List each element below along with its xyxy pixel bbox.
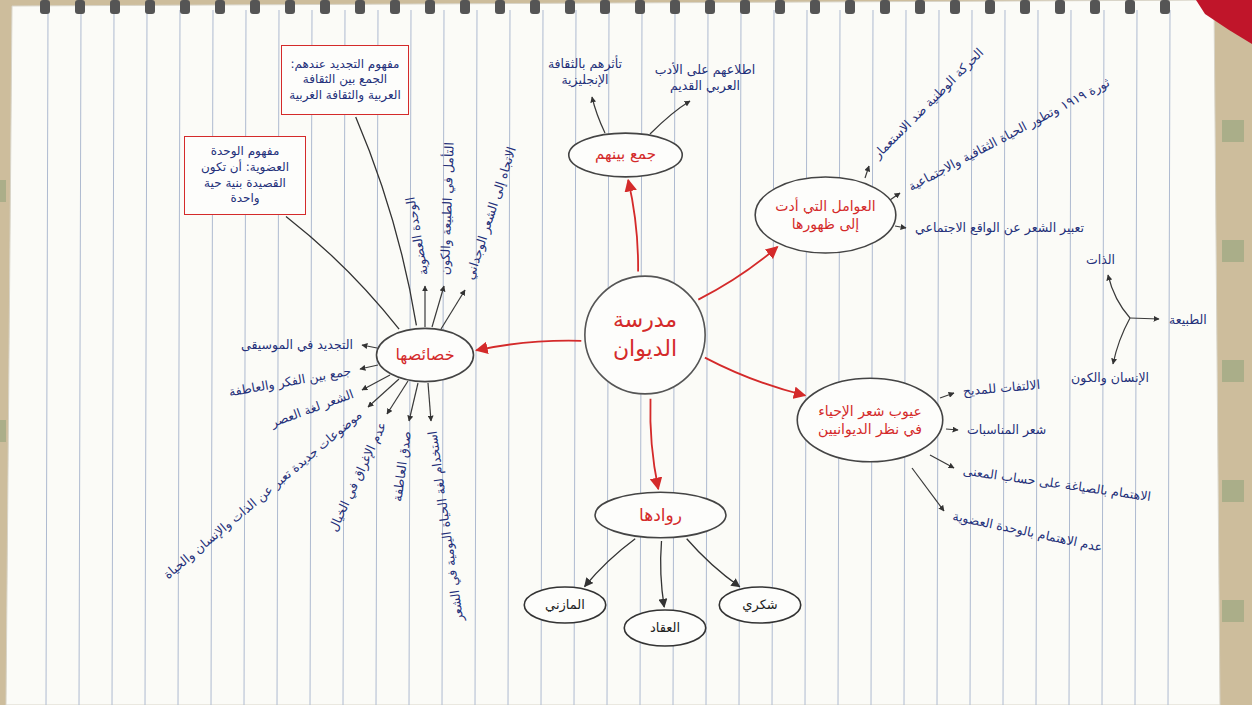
branch-label: موضوعات جديدة تعبر عن الذات والإنسان وال… xyxy=(160,404,369,583)
connector xyxy=(661,541,665,607)
topic-oval: جمع بينهم xyxy=(567,132,684,178)
oval-outline xyxy=(795,376,945,464)
node-text: مفهوم التجديد عندهم: الجمع بين الثقافة ا… xyxy=(289,57,401,104)
branch-label: الإنسان والكون xyxy=(1071,370,1149,386)
connector xyxy=(698,247,777,300)
node-text: روادها xyxy=(614,504,708,526)
oval-outline xyxy=(753,175,898,255)
central-circle: مدرسة الديوان xyxy=(583,273,707,397)
connector xyxy=(705,358,805,396)
branch-label: عدم الاهتمام بالوحدة العضوية xyxy=(946,507,1104,556)
branch-label: تأثرهم بالثقافة الإنجليزية xyxy=(535,56,635,89)
spiral-binding xyxy=(40,0,1170,14)
topic-oval: خصائصها xyxy=(375,327,475,383)
node-text: جمع بينهم xyxy=(585,145,666,165)
topic-oval: روادها xyxy=(593,491,728,539)
branch-label: الوحدة العضوية xyxy=(402,196,433,282)
pioneer-oval: العقاد xyxy=(623,609,707,647)
branch-label: شعر المناسبات xyxy=(962,422,1046,438)
node-text: مدرسة الديوان xyxy=(601,306,690,363)
leader-group xyxy=(360,97,1159,511)
branch-label: اطلاعهم على الأدب العربي القديم xyxy=(649,62,761,95)
oval-shape xyxy=(377,328,474,381)
oval-shape xyxy=(719,587,800,623)
branch-label: الاتجاه إلى الشعر الوجداني xyxy=(460,145,520,287)
oval-shape xyxy=(585,276,705,394)
oval-outline xyxy=(583,273,707,397)
connector xyxy=(476,341,581,351)
branch-label: تعبير الشعر عن الواقع الاجتماعي xyxy=(910,220,1084,236)
topic-oval: عيوب شعر الإحياء في نظر الديوانيين xyxy=(795,376,945,464)
connector xyxy=(650,399,658,489)
branch-label: الاهتمام بالصياغة على حساب المعنى xyxy=(957,462,1152,505)
node-text: عيوب شعر الإحياء في نظر الديوانيين xyxy=(816,402,924,438)
node-text: العقاد xyxy=(635,620,695,637)
node-text: العوامل التي أدت إلى ظهورها xyxy=(775,197,876,233)
branch-label: التأمل في الطبيعة والكون xyxy=(437,142,458,280)
oval-shape xyxy=(797,378,943,462)
connector xyxy=(687,539,740,587)
branch-label: الذات xyxy=(1086,252,1115,268)
oval-shape xyxy=(595,492,726,538)
branch-label: استخدام لغة الحياة اليومية في الشعر xyxy=(424,425,467,622)
oval-shape xyxy=(524,587,605,623)
connector xyxy=(585,539,636,587)
connector xyxy=(628,180,638,271)
topic-oval: العوامل التي أدت إلى ظهورها xyxy=(753,175,898,255)
node-text: شكري xyxy=(730,597,790,614)
branch-label: التجديد في الموسيقى xyxy=(241,337,358,353)
note-box: مفهوم التجديد عندهم: الجمع بين الثقافة ا… xyxy=(281,45,409,115)
branch-label: صدق العاطفة xyxy=(389,425,416,502)
oval-shape xyxy=(569,133,682,177)
node-text: مفهوم الوحدة العضوية: أن تكون القصيدة بن… xyxy=(192,144,298,206)
oval-shape xyxy=(755,177,896,253)
paper-sheet xyxy=(6,0,1220,705)
ruled-lines xyxy=(46,10,1170,705)
node-text: المازني xyxy=(535,597,595,614)
pioneer-oval: المازني xyxy=(523,586,607,624)
oval-shape xyxy=(624,610,705,646)
node-text: خصائصها xyxy=(389,345,461,366)
red-pen xyxy=(1196,0,1252,44)
pioneer-oval: شكري xyxy=(718,586,802,624)
connector xyxy=(286,216,399,329)
note-box: مفهوم الوحدة العضوية: أن تكون القصيدة بن… xyxy=(184,136,306,215)
branch-label: الالتفات للمديح xyxy=(957,377,1040,400)
branch-label: الطبيعة xyxy=(1169,312,1207,328)
